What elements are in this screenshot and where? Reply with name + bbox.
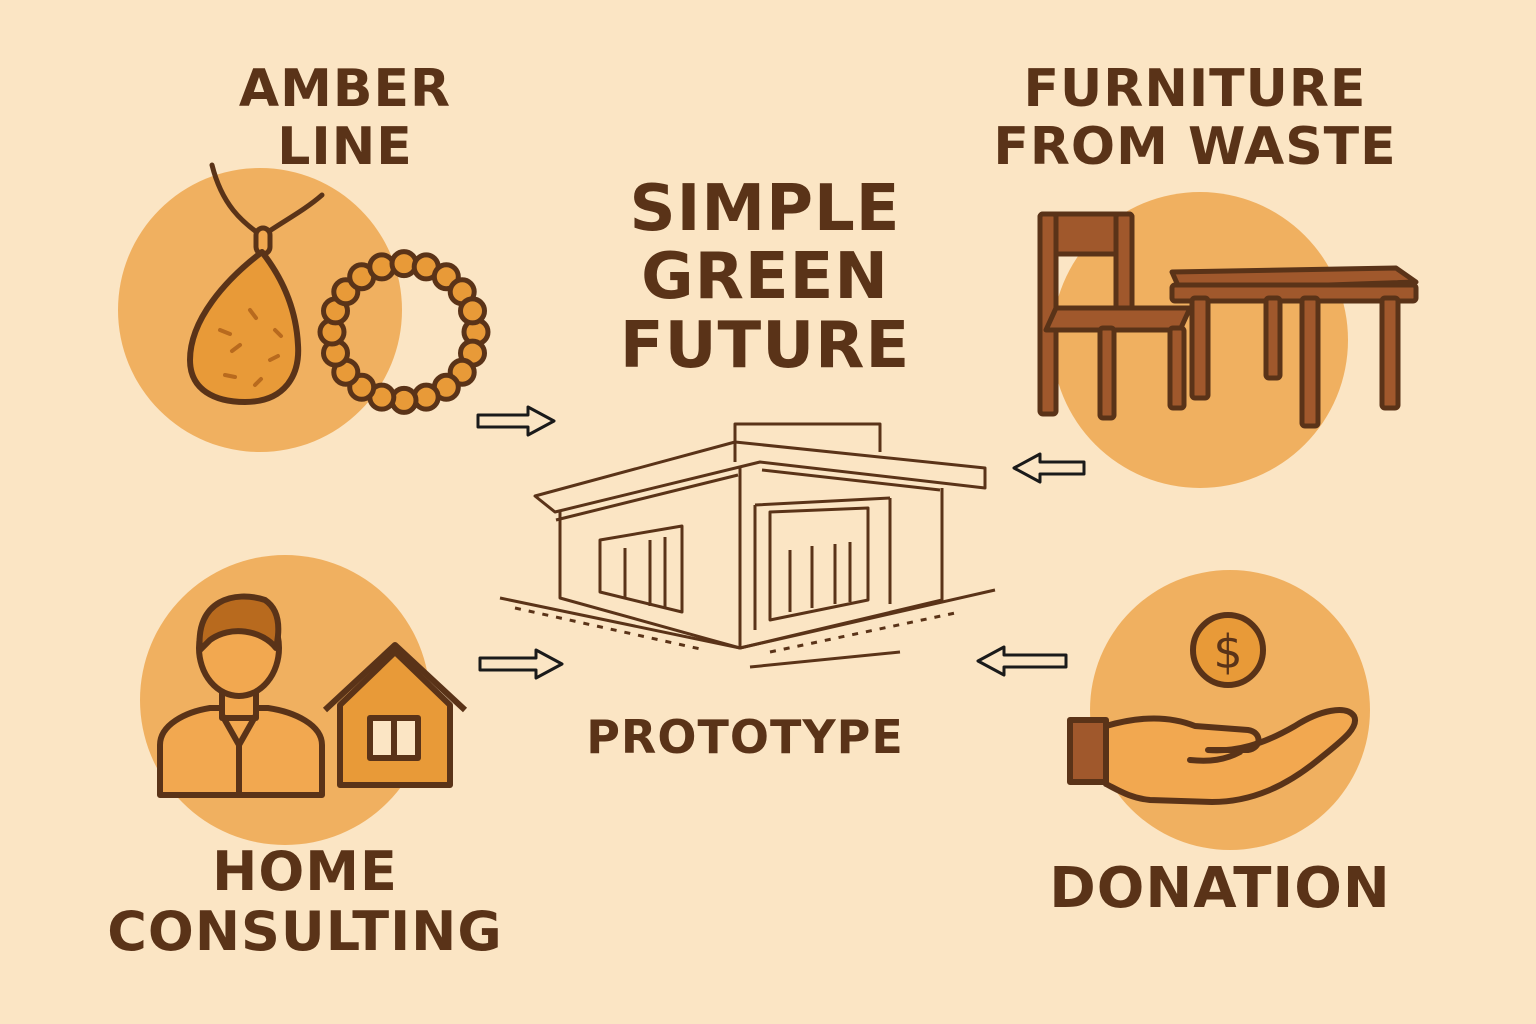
prototype-building-sketch [499,422,996,669]
prototype-label: PROTOTYPE [586,710,904,764]
table-icon [1169,265,1419,429]
amber-line-node [118,162,491,452]
arrow-consulting-to-prototype [478,648,564,680]
furniture-node [1037,192,1419,488]
bracelet-bead [458,296,487,326]
arrow-amber-to-prototype [476,405,556,437]
home-consulting-label: HOME CONSULTING [107,840,503,964]
house-icon [322,642,468,788]
dollar-sign: $ [1213,625,1242,679]
donation-label: DONATION [1049,856,1391,921]
arrow-donation-to-prototype [976,645,1068,677]
diagram-title: SIMPLE GREEN FUTURE [619,172,911,383]
furniture-label: FURNITURE FROM WASTE [993,59,1397,178]
amber-bracelet-icon [317,249,491,415]
hand-icon [1067,707,1359,805]
amber-line-label: AMBER LINE [238,59,452,178]
amber-pendant-icon [187,162,325,405]
arrow-furniture-to-prototype [1012,452,1086,484]
home-consulting-node [140,555,468,845]
donation-node: $ [1067,570,1370,850]
coin-icon: $ [1190,612,1266,688]
person-icon [157,593,325,798]
chair-icon [1037,211,1193,421]
